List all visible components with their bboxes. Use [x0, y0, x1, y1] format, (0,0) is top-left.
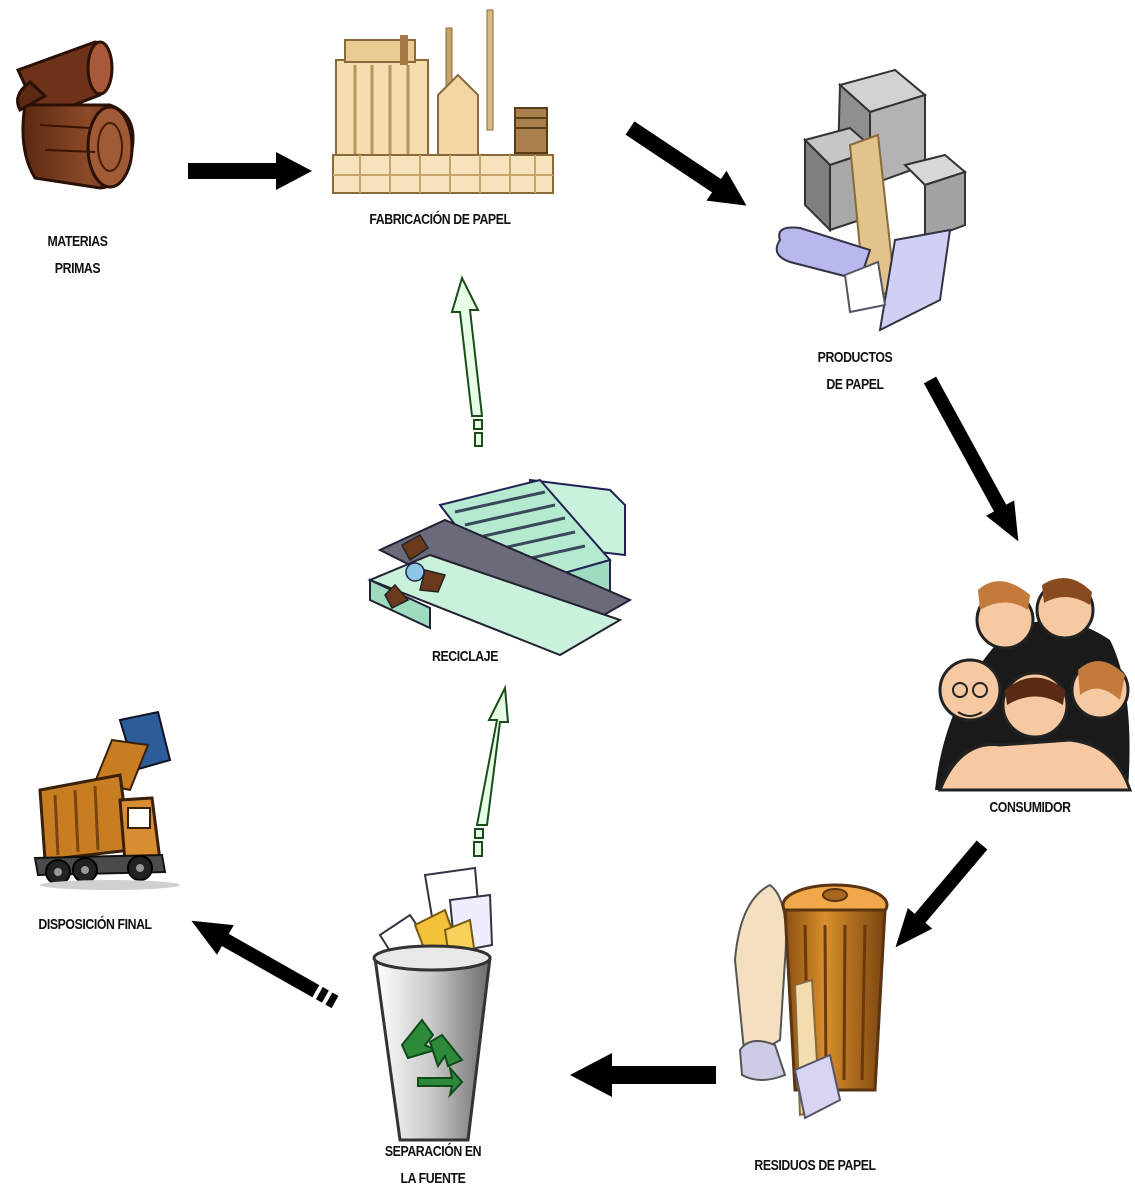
label-line: PRODUCTOS — [817, 349, 893, 366]
trash-can-icon — [733, 883, 889, 1120]
recycle-bin-icon — [372, 866, 494, 1142]
arrow-materias-to-fabricacion — [188, 152, 312, 190]
arrow-reciclaje-to-fabricacion — [450, 275, 484, 447]
arrow-fabricacion-to-productos — [625, 121, 747, 206]
label-separacion: SEPARACIÓN EN LA FUENTE — [372, 1138, 495, 1192]
label-materias-primas: MATERIAS PRIMAS — [30, 228, 124, 282]
label-reciclaje: RECICLAJE — [416, 643, 514, 670]
label-productos: PRODUCTOS DE PAPEL — [802, 344, 909, 398]
label-line: SEPARACIÓN EN — [384, 1143, 482, 1160]
flow-arrows — [188, 121, 1019, 1097]
label-line: PRIMAS — [54, 260, 101, 277]
label-line: RECICLAJE — [431, 648, 499, 665]
label-line: RESIDUOS DE PAPEL — [754, 1157, 876, 1174]
arrow-separacion-to-disposicion — [191, 920, 339, 1009]
arrow-consumidor-to-residuos — [895, 840, 988, 948]
label-line: DE PAPEL — [826, 376, 884, 393]
arrow-residuos-to-separacion — [570, 1053, 716, 1097]
label-line: LA FUENTE — [400, 1170, 466, 1187]
arrow-productos-to-consumidor — [923, 376, 1019, 542]
label-line: MATERIAS — [47, 233, 108, 250]
label-fabricacion: FABRICACIÓN DE PAPEL — [350, 206, 530, 233]
paper-products-icon — [775, 68, 968, 332]
label-line: CONSUMIDOR — [989, 799, 1071, 816]
garbage-truck-icon — [33, 710, 180, 890]
consumers-icon — [935, 577, 1133, 792]
recycle-arrows — [450, 275, 510, 857]
label-line: FABRICACIÓN DE PAPEL — [369, 211, 511, 228]
recycling-plant-icon — [367, 478, 633, 657]
label-residuos: RESIDUOS DE PAPEL — [733, 1152, 897, 1179]
label-line: DISPOSICIÓN FINAL — [38, 916, 152, 933]
paper-mill-icon — [332, 9, 554, 194]
arrow-separacion-to-reciclaje — [473, 684, 510, 857]
label-disposicion: DISPOSICIÓN FINAL — [25, 911, 164, 938]
logs-icon — [15, 40, 135, 190]
label-consumidor: CONSUMIDOR — [973, 794, 1088, 821]
